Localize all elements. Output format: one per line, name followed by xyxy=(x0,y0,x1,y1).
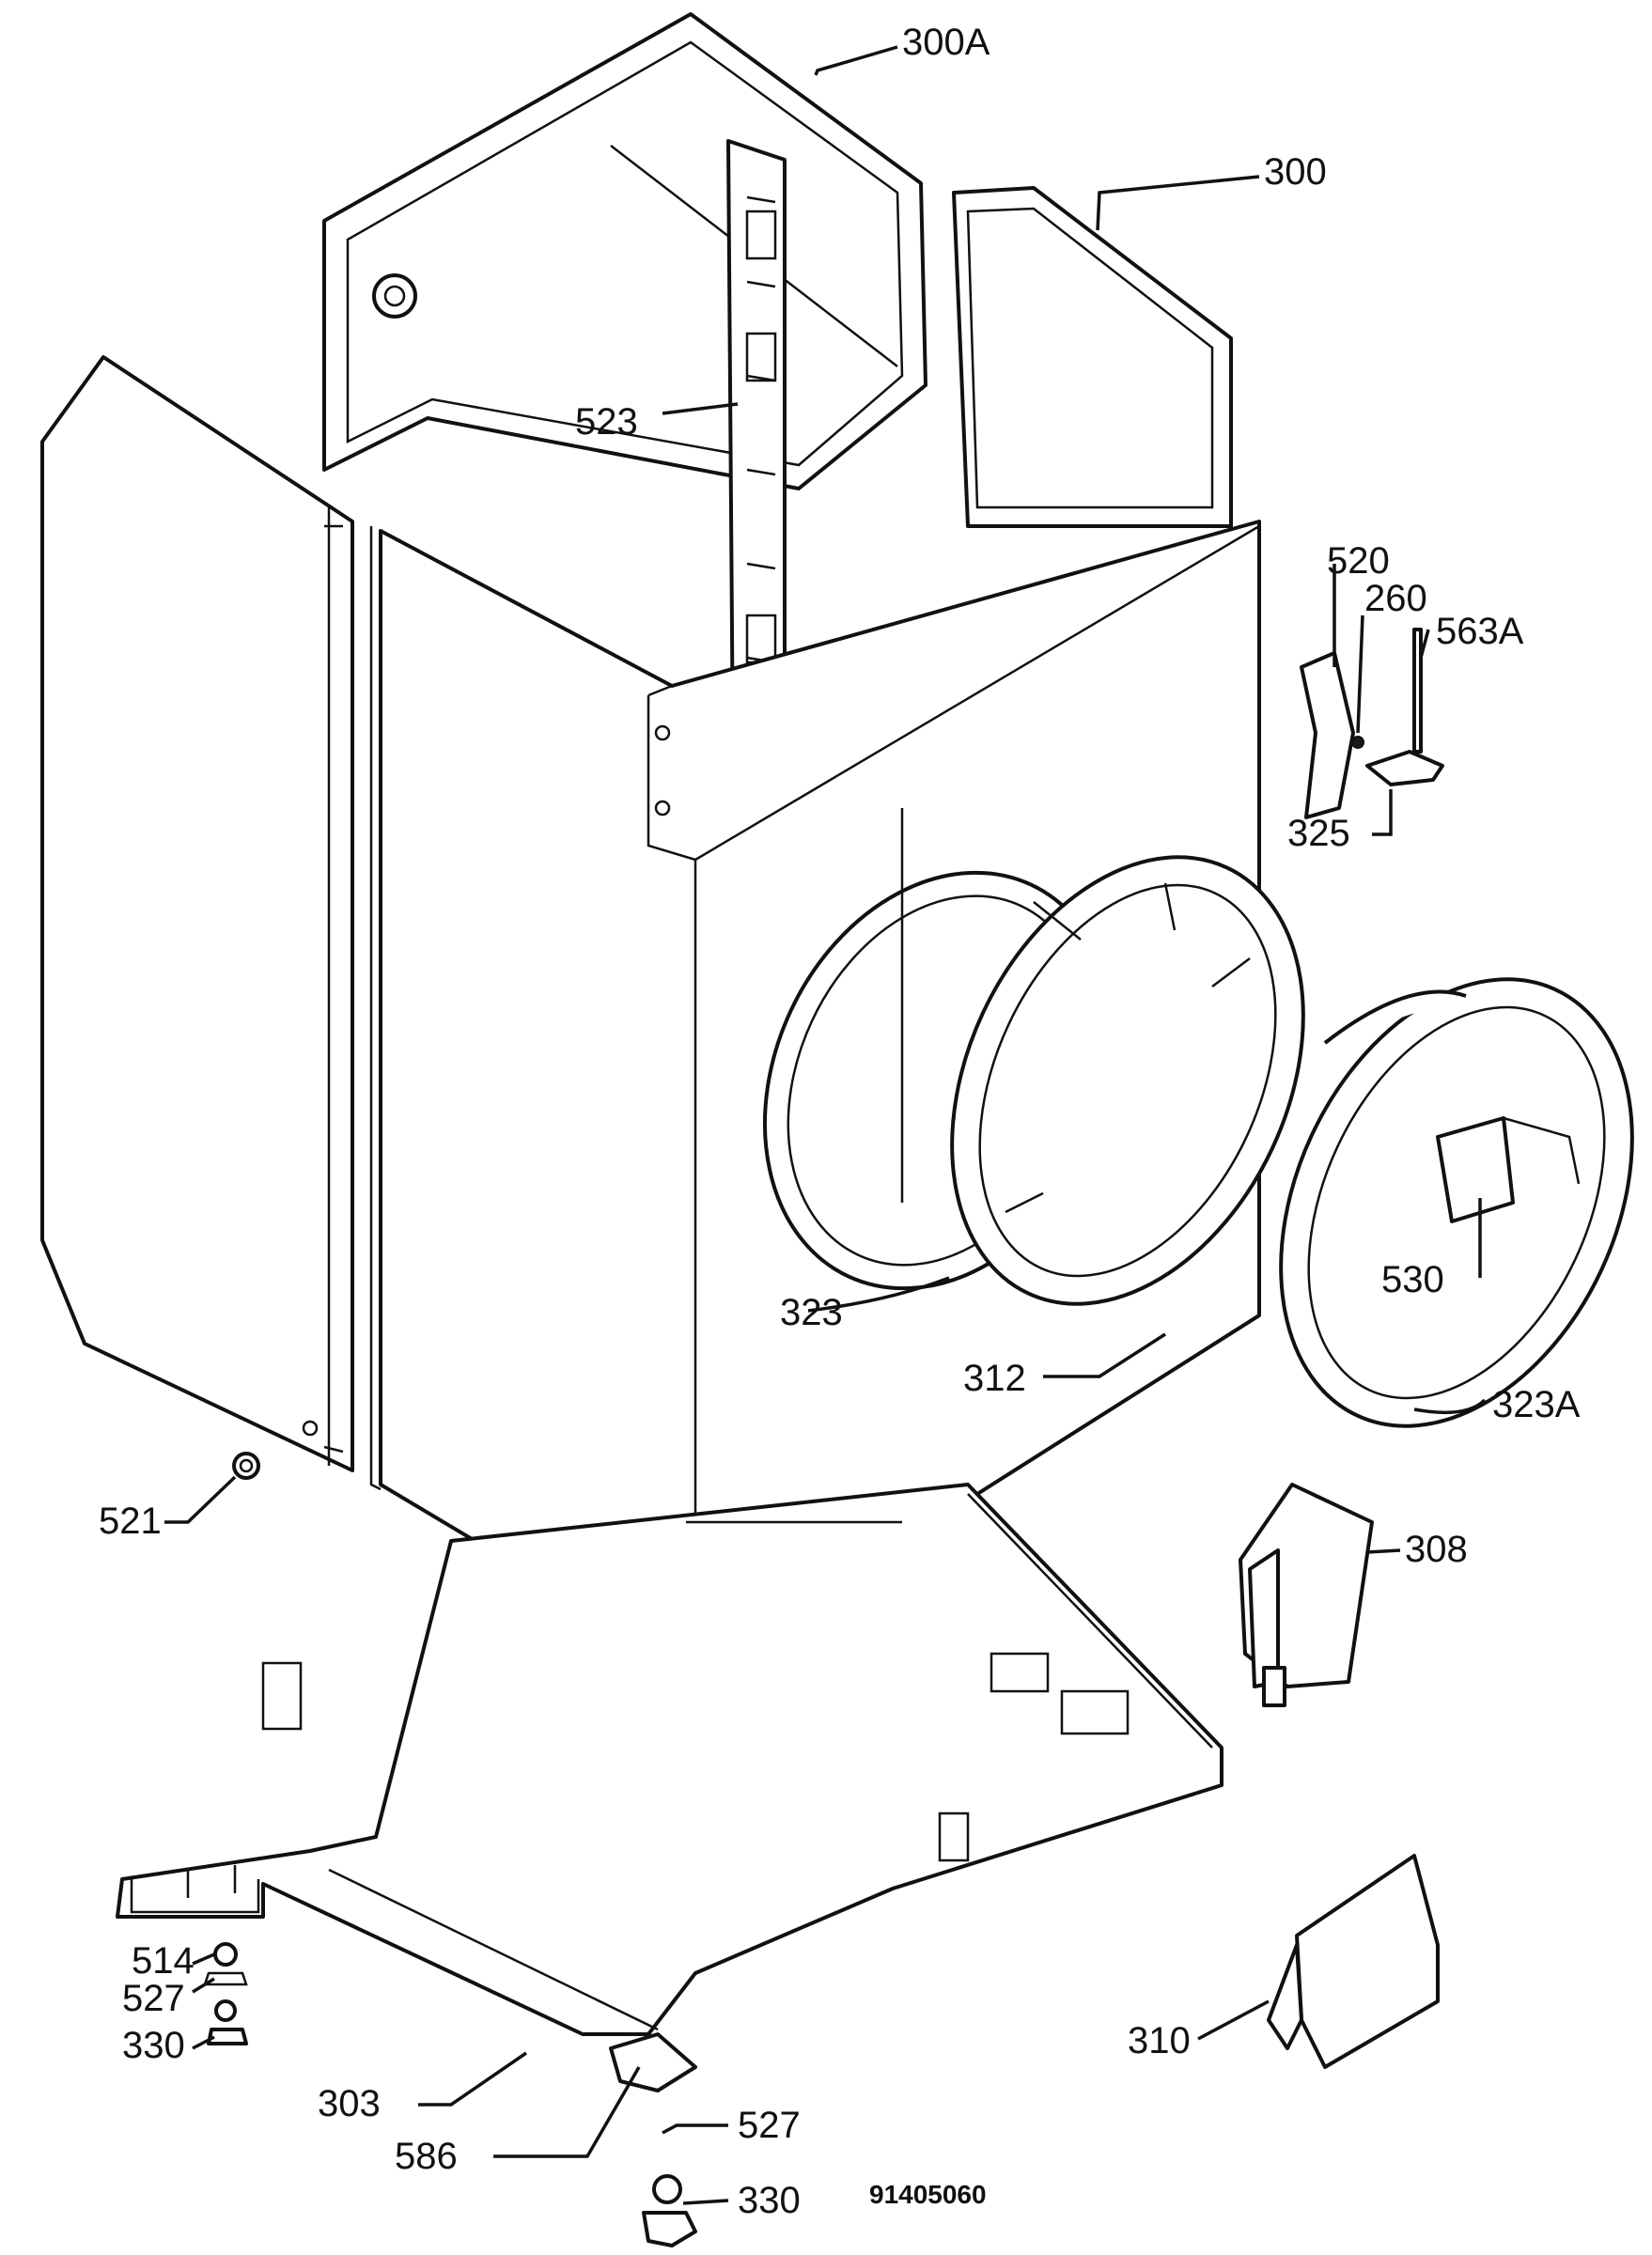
foot-assembly-center xyxy=(609,2032,697,2247)
callout-labels: 300A 300 523 520 260 563A 325 530 323 31… xyxy=(99,22,1581,2221)
callout-527-left: 527 xyxy=(122,1978,185,2019)
callout-520: 520 xyxy=(1327,540,1390,582)
callout-330-center: 330 xyxy=(738,2180,801,2221)
callout-303: 303 xyxy=(318,2083,381,2124)
kickplate-310 xyxy=(1267,1854,1440,2069)
foot-assembly-left xyxy=(203,1942,248,2045)
hinge-308 xyxy=(1239,1483,1374,1707)
left-side-panel xyxy=(40,355,354,1472)
right-side-panel-300 xyxy=(952,186,1233,528)
rear-rail-523 xyxy=(726,139,787,758)
plug-521 xyxy=(232,1452,260,1480)
callout-260: 260 xyxy=(1364,578,1427,619)
callout-514: 514 xyxy=(132,1940,195,1982)
base-frame-303 xyxy=(116,1483,1223,2036)
leader-lines xyxy=(164,45,1487,2205)
callout-563A: 563A xyxy=(1436,611,1524,652)
callout-323A: 323A xyxy=(1492,1384,1581,1425)
front-ring-312 xyxy=(950,855,1305,1306)
callout-300: 300 xyxy=(1264,151,1327,193)
callout-527-center: 527 xyxy=(738,2105,801,2146)
callout-523: 523 xyxy=(575,401,638,443)
callout-323: 323 xyxy=(780,1292,843,1333)
door-handle-530 xyxy=(1436,1116,1581,1223)
callout-310: 310 xyxy=(1128,2020,1191,2061)
callout-300A: 300A xyxy=(902,22,990,63)
callout-308: 308 xyxy=(1405,1529,1468,1570)
callout-530: 530 xyxy=(1381,1259,1444,1300)
callout-330-left: 330 xyxy=(122,2025,185,2066)
callout-586: 586 xyxy=(395,2136,458,2177)
callout-521: 521 xyxy=(99,1501,162,1542)
latch-assembly xyxy=(1300,628,1444,819)
callout-312: 312 xyxy=(963,1358,1026,1399)
drawing-number: 91405060 xyxy=(869,2180,987,2209)
callout-325: 325 xyxy=(1287,813,1350,854)
